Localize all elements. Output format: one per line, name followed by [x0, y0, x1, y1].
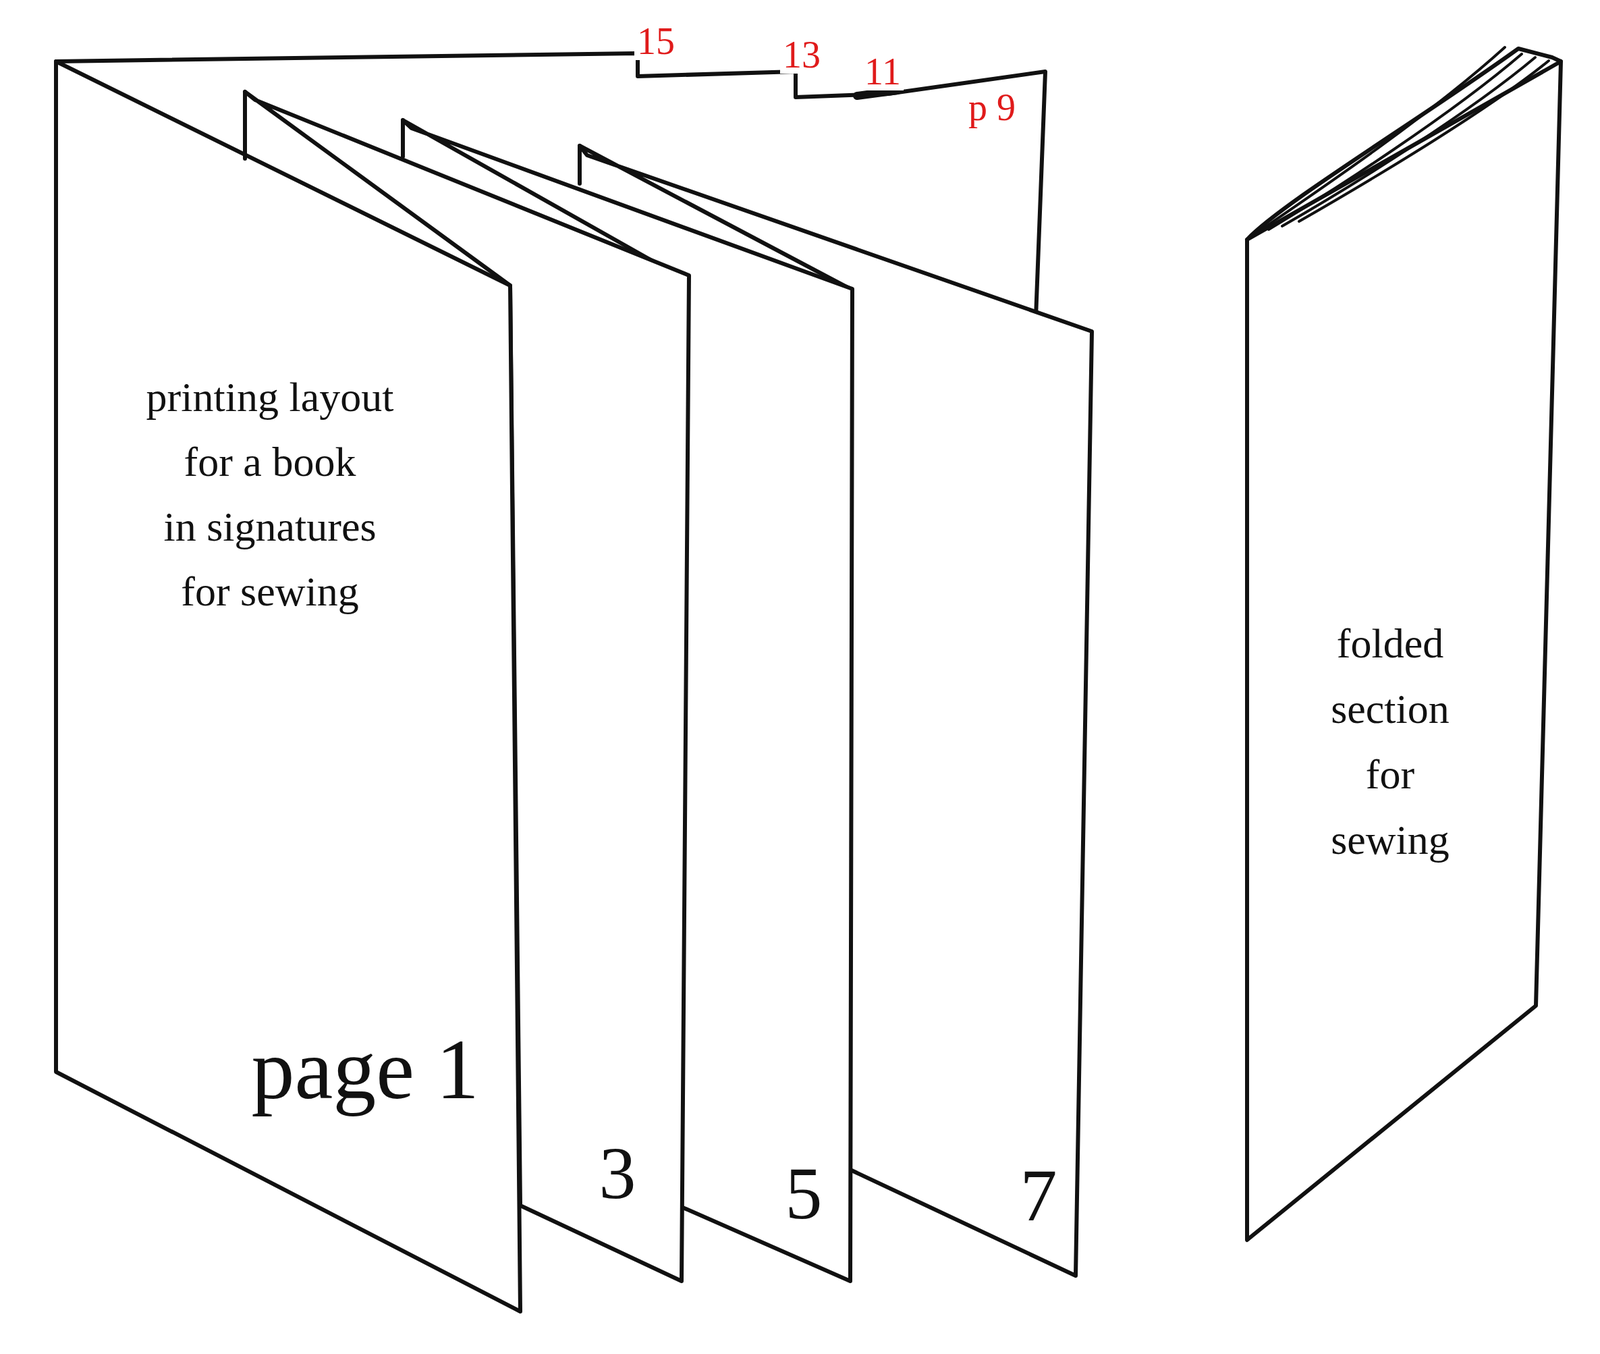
printed-leaf: 3 — [522, 337, 679, 1208]
page-number-label: 15 — [634, 22, 678, 61]
page-number: 5 — [785, 1155, 823, 1231]
fold-edge — [400, 120, 405, 157]
fold-edge — [577, 145, 582, 184]
page-number: page 1 — [251, 1025, 480, 1113]
fold-edge — [242, 91, 247, 159]
folded-section-face: folded section for sewing — [1255, 580, 1526, 905]
printed-leaf: printing layout for a book in signatures… — [60, 290, 507, 1067]
page-number: 3 — [599, 1135, 637, 1210]
spine-signature — [1282, 57, 1536, 227]
page-number: 7 — [1020, 1157, 1058, 1233]
leaf — [56, 61, 521, 1312]
spine-signature — [1247, 48, 1561, 240]
caption-text: printing layout for a book in signatures… — [146, 364, 395, 624]
printed-leaf: 7 — [853, 377, 1073, 1175]
caption-text: folded section for sewing — [1330, 610, 1450, 873]
spine-signature — [1299, 60, 1549, 222]
page-number-label: 13 — [780, 35, 824, 74]
spine-signature — [1268, 53, 1522, 230]
page-number-label: 11 — [861, 52, 904, 91]
folded-section — [1247, 61, 1561, 1240]
page-number-label: p 9 — [965, 88, 1019, 127]
fold-edge — [857, 90, 898, 96]
printed-leaf: 5 — [681, 337, 847, 1208]
spine-signature — [1256, 47, 1505, 233]
